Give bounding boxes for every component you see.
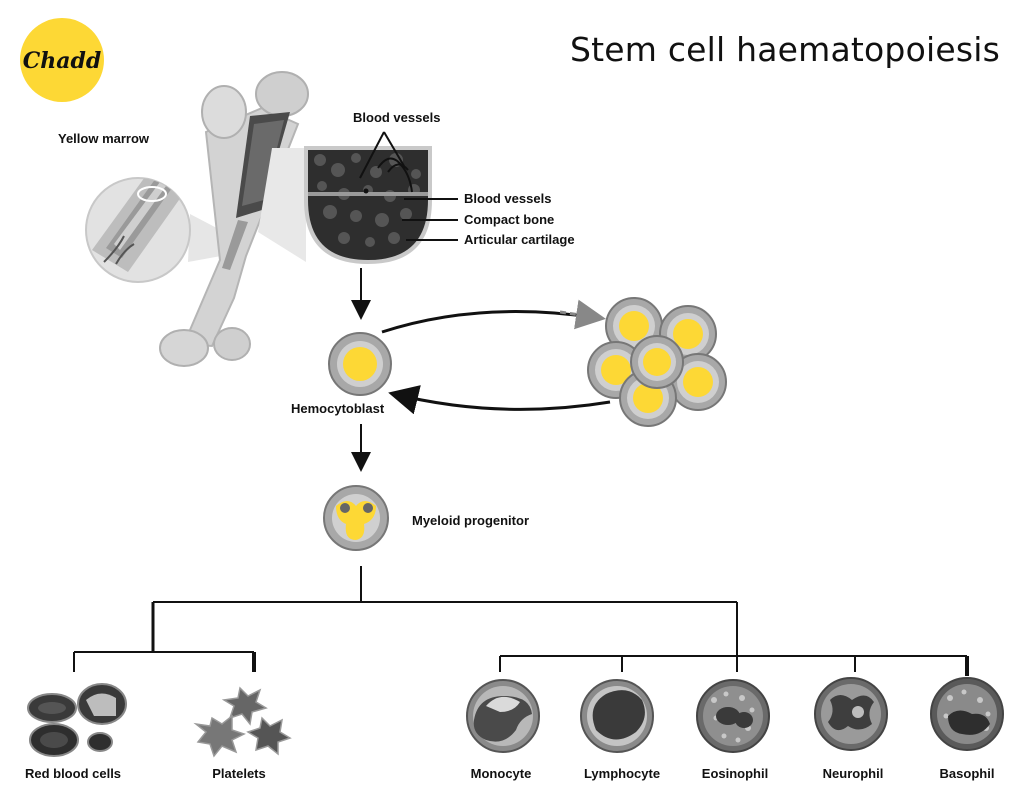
label-myeloid-progenitor: Myeloid progenitor <box>412 513 529 528</box>
lineage-tree <box>73 566 969 676</box>
label-platelets: Platelets <box>212 766 266 781</box>
logo-text: Chadd <box>23 48 102 74</box>
label-articular-cartilage: Articular cartilage <box>464 232 575 247</box>
basophil-illustration <box>930 677 1004 751</box>
label-red-blood-cells: Red blood cells <box>24 766 122 781</box>
platelets-illustration <box>193 686 292 758</box>
red-blood-cells-illustration <box>27 683 127 757</box>
blood-vessel-dot <box>363 188 369 194</box>
yellow-marrow-zoom <box>85 177 232 283</box>
chadd-logo: Chadd <box>20 18 104 102</box>
dividing-cell-cluster <box>587 297 727 427</box>
monocyte-illustration <box>466 679 540 753</box>
label-blood-vessels: Blood vessels <box>464 191 552 206</box>
label-blood-vessels-top: Blood vessels <box>353 110 441 125</box>
hemocytoblast-cell <box>328 332 392 396</box>
page-title: Stem cell haematopoiesis <box>570 30 1000 69</box>
self-renewal-arrow-tip <box>559 299 606 330</box>
label-eosinophil: Eosinophil <box>701 766 769 781</box>
self-renewal-arrow-back <box>388 385 611 415</box>
label-leaders <box>359 131 458 241</box>
zoom-wedge <box>258 148 306 262</box>
self-renewal-arrow-out <box>381 310 599 334</box>
label-neurophil: Neurophil <box>822 766 884 781</box>
myeloid-progenitor-cell <box>323 485 389 551</box>
label-compact-bone: Compact bone <box>464 212 555 227</box>
lymphocyte-illustration <box>580 679 654 753</box>
label-monocyte: Monocyte <box>470 766 532 781</box>
bone-cross-section <box>304 146 432 265</box>
label-basophil: Basophil <box>939 766 995 781</box>
label-yellow-marrow: Yellow marrow <box>58 131 150 146</box>
label-lymphocyte: Lymphocyte <box>583 766 661 781</box>
eosinophil-illustration <box>696 679 770 753</box>
label-hemocytoblast: Hemocytoblast <box>291 401 385 416</box>
neurophil-illustration <box>814 677 888 751</box>
